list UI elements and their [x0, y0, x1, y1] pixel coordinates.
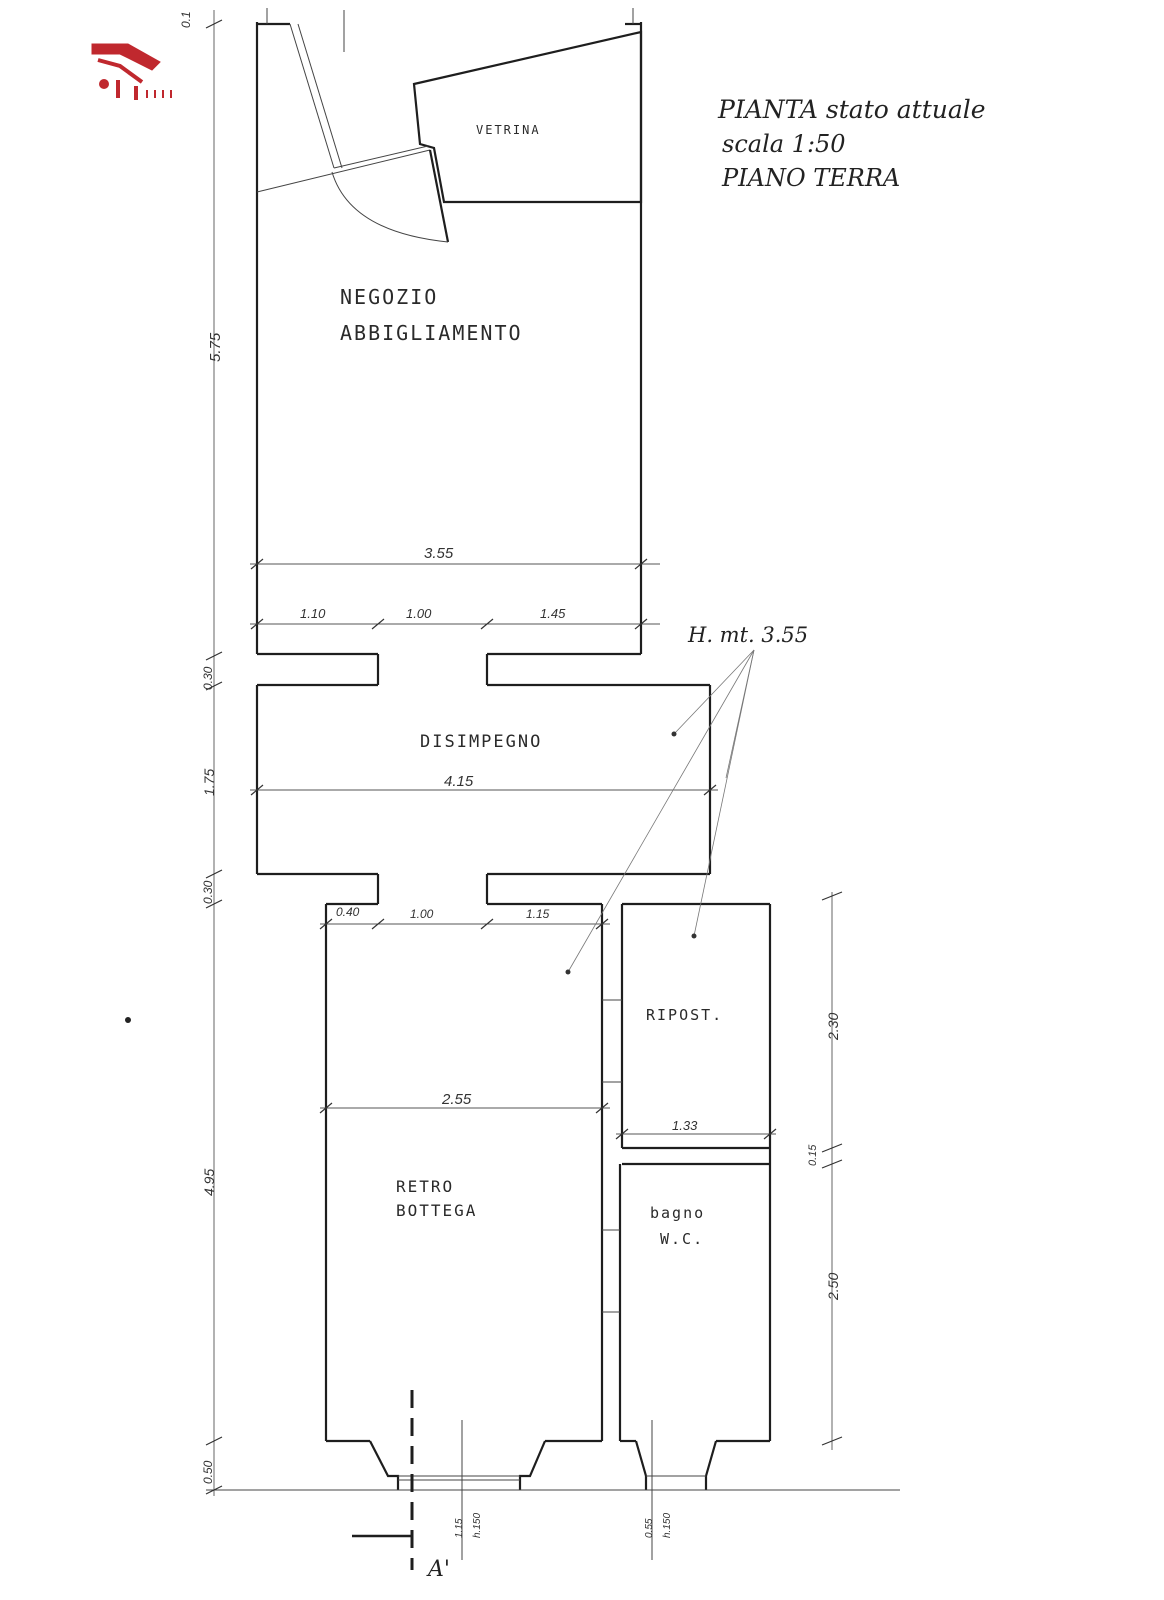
height-leaders	[565, 649, 755, 975]
vetrina-window	[256, 23, 643, 204]
ripostiglio-label: RIPOST.	[646, 1006, 723, 1024]
dim-opening-right: 1.45	[540, 606, 566, 621]
dim-retro-width: 2.55	[441, 1091, 472, 1108]
retro-walls	[324, 874, 604, 1490]
ink-dot	[125, 1017, 131, 1023]
dim-disimpegno-depth: 1.75	[201, 769, 217, 796]
dim-retro-depth: 4.95	[201, 1169, 217, 1196]
plan-title: PIANTA stato attuale	[717, 95, 986, 124]
retro-label: RETRO	[396, 1177, 454, 1196]
dim-negozio-width: 3.55	[424, 545, 454, 562]
dim-opening-left: 1.10	[300, 606, 326, 621]
dim-window2-width: 0.55	[644, 1518, 655, 1538]
dimension-lines	[205, 10, 843, 1496]
dim-ripost-depth: 2.30	[825, 1013, 841, 1041]
dim-disimpegno-width: 4.15	[444, 773, 474, 790]
negozio-label-2: ABBIGLIAMENTO	[340, 321, 523, 345]
dim-retro-left: 0.40	[336, 905, 360, 919]
plan-scale: scala 1:50	[722, 130, 846, 158]
dim-base-wall: 0.50	[201, 1460, 215, 1484]
entrance-door	[331, 149, 450, 243]
bagno-label-2: W.C.	[660, 1230, 704, 1248]
disimpegno-walls	[255, 654, 712, 876]
dim-top: 0.1	[179, 11, 193, 28]
height-note: H. mt. 3.55	[687, 623, 808, 647]
logo-icon	[91, 43, 172, 100]
dim-bagno-depth: 2.50	[825, 1273, 841, 1301]
vetrina-label: VETRINA	[476, 123, 541, 137]
dim-ripost-width: 1.33	[672, 1118, 698, 1133]
negozio-label: NEGOZIO	[340, 285, 438, 309]
section-mark: A'	[426, 1557, 450, 1582]
dim-window1-width: 1.15	[454, 1518, 465, 1538]
dim-wall-upper: 0.30	[201, 666, 215, 690]
ripostiglio-walls	[602, 902, 772, 1441]
dim-negozio-depth: 5.75	[207, 332, 224, 362]
dim-window2-height: h.150	[662, 1513, 673, 1538]
dim-opening-door: 1.00	[406, 606, 432, 621]
plan-floor: PIANO TERRA	[721, 164, 900, 192]
dim-retro-right: 1.15	[526, 907, 550, 921]
retro-label-2: BOTTEGA	[396, 1201, 477, 1220]
bagno-walls	[602, 1164, 770, 1490]
dim-partition: 0.15	[807, 1144, 819, 1166]
section-line	[352, 1390, 414, 1570]
dim-retro-door: 1.00	[410, 907, 434, 921]
bagno-label: bagno	[650, 1204, 705, 1222]
disimpegno-label: DISIMPEGNO	[420, 732, 542, 752]
dim-window1-height: h.150	[472, 1513, 483, 1538]
dim-wall-lower: 0.30	[201, 880, 215, 904]
